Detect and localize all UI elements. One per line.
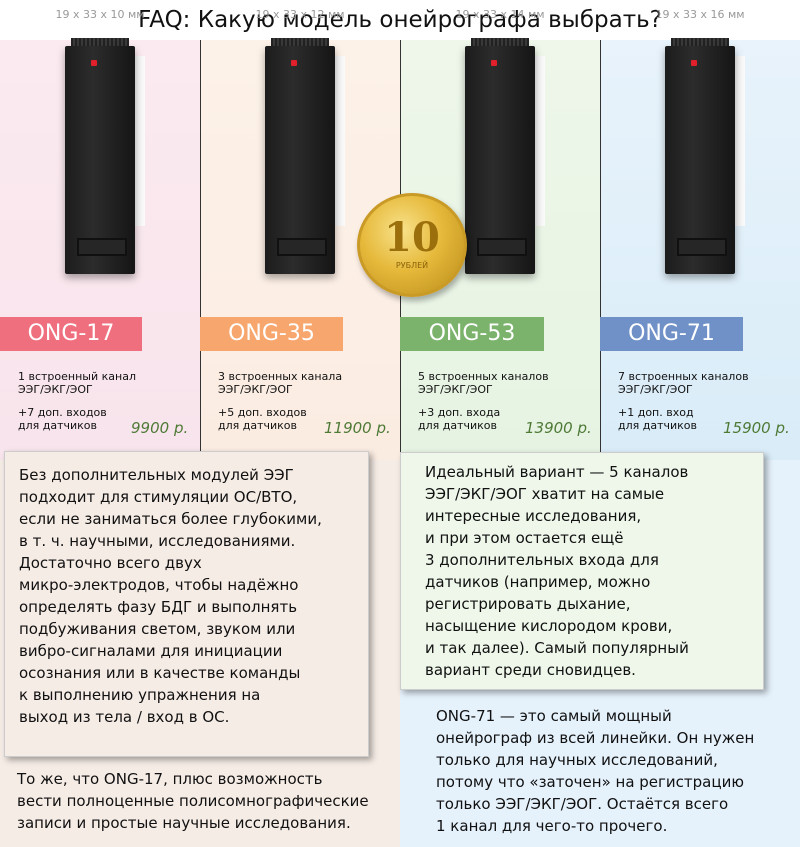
device-image-ong53 bbox=[465, 38, 545, 274]
ong53-description-box: Идеальный вариант — 5 каналов ЭЭГ/ЭКГ/ЭО… bbox=[400, 452, 764, 690]
coin-number: 10 bbox=[384, 214, 440, 261]
device-image-ong35 bbox=[265, 38, 345, 274]
dims-ong17: 19 x 33 x 10 мм bbox=[55, 8, 145, 21]
device-image-ong71 bbox=[665, 38, 745, 274]
ong17-description-box: Без дополнительных модулей ЭЭГ подходит … bbox=[4, 451, 369, 757]
page-title: FAQ: Какую модель онейрографа выбрать? bbox=[138, 7, 662, 33]
coin-text: РУБЛЕЙ bbox=[395, 261, 429, 270]
price-ong71: 15900 р. bbox=[723, 419, 790, 437]
model-badge-ong53: ONG-53 bbox=[400, 317, 544, 351]
model-badge-ong35: ONG-35 bbox=[200, 317, 343, 351]
price-ong17: 9900 р. bbox=[131, 419, 189, 437]
price-ong53: 13900 р. bbox=[525, 419, 592, 437]
led-icon bbox=[291, 60, 297, 66]
led-icon bbox=[691, 60, 697, 66]
ong35-description: То же, что ONG-17, плюс возможность вест… bbox=[17, 770, 369, 832]
coin-image: 10 РУБЛЕЙ bbox=[357, 193, 467, 297]
price-ong35: 11900 р. bbox=[324, 419, 391, 437]
led-icon bbox=[91, 60, 97, 66]
dims-ong53: 19 x 33 x 14 мм bbox=[455, 8, 545, 21]
device-image-ong17 bbox=[65, 38, 145, 274]
model-badge-ong71: ONG-71 bbox=[600, 317, 743, 351]
ong71-description: ONG-71 — это самый мощный онейрограф из … bbox=[436, 707, 755, 835]
dims-ong71: 19 x 33 x 16 мм bbox=[655, 8, 745, 21]
led-icon bbox=[491, 60, 497, 66]
dims-ong35: 19 x 33 x 12 мм bbox=[255, 8, 345, 21]
model-badge-ong17: ONG-17 bbox=[0, 317, 142, 351]
